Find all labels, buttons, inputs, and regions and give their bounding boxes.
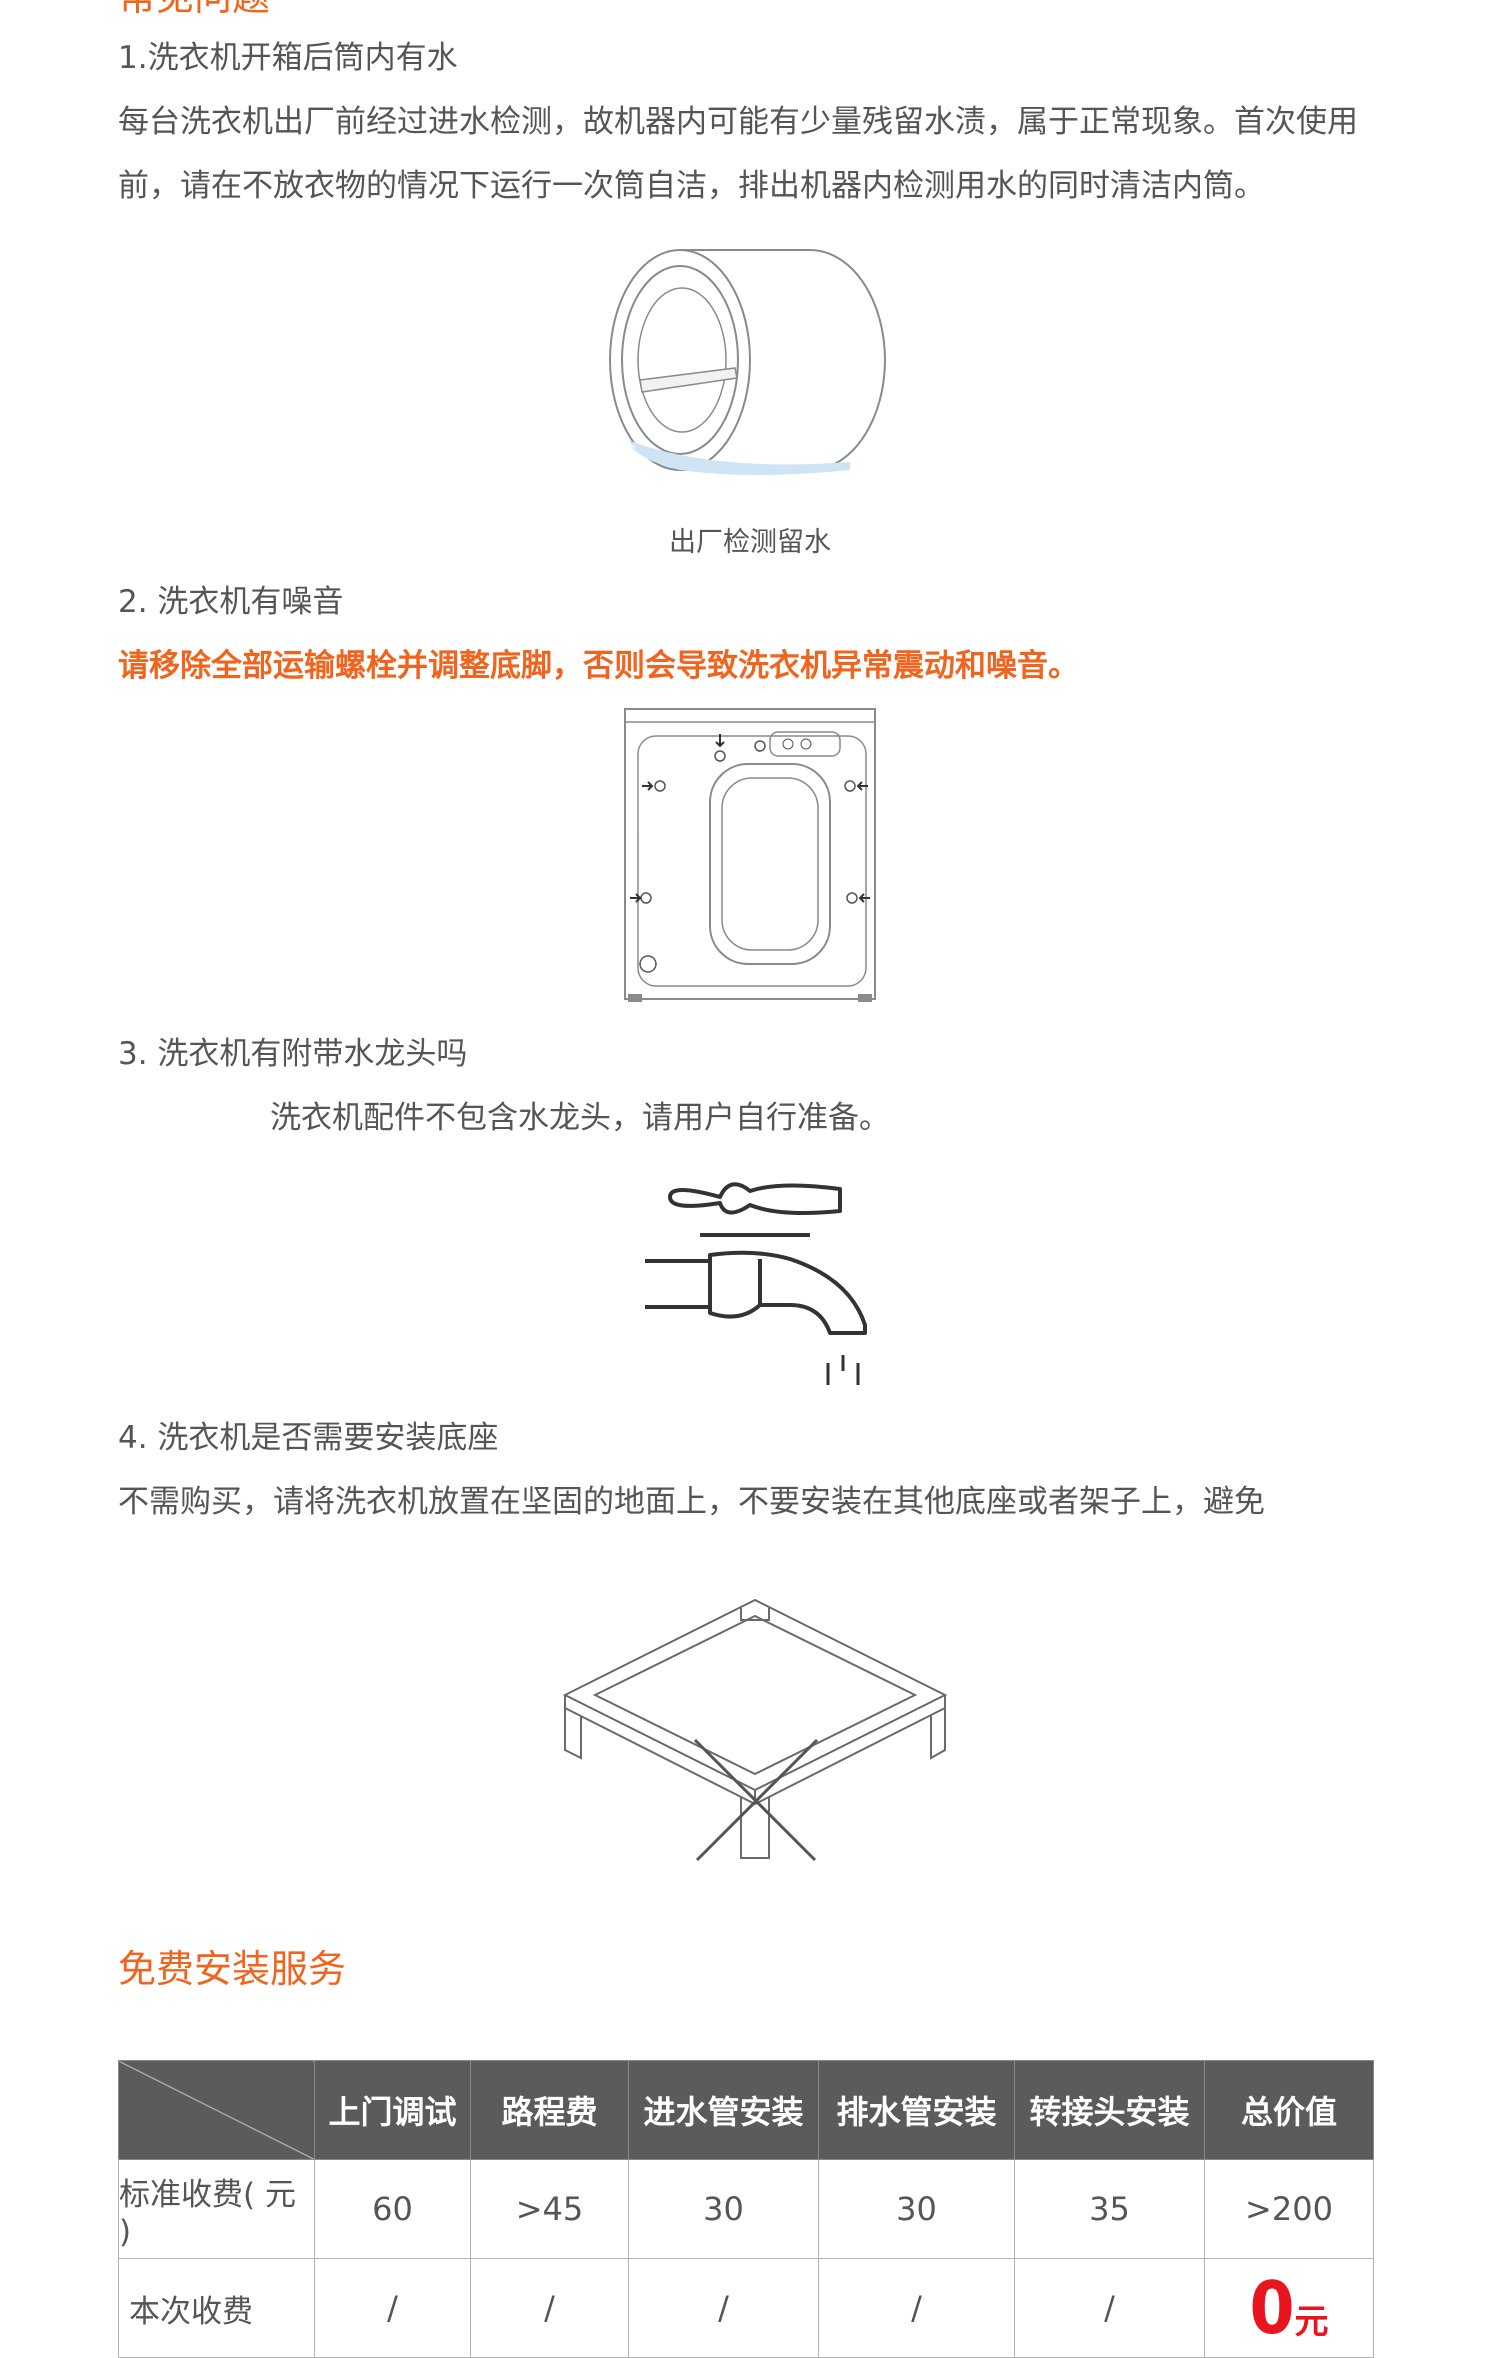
fee-table-corner [118, 2060, 315, 2160]
faq-4-question: 4. 洗衣机是否需要安装底座 [118, 1420, 499, 1456]
install-fee-table: 上门调试 路程费 进水管安装 排水管安装 转接头安装 总价值 标准收费( 元 )… [118, 2060, 1374, 2358]
fee-table-header: 上门调试 [314, 2060, 471, 2160]
table-cell: 30 [628, 2159, 819, 2259]
fee-table-header: 总价值 [1204, 2060, 1374, 2160]
table-cell: / [470, 2258, 629, 2358]
table-row: 标准收费( 元 ) 60 >45 30 30 35 >200 [118, 2159, 1374, 2259]
fee-table-header: 转接头安装 [1014, 2060, 1205, 2160]
row-label-standard-fee: 标准收费( 元 ) [118, 2159, 315, 2259]
table-cell: 30 [818, 2159, 1015, 2259]
faq-3-question: 3. 洗衣机有附带水龙头吗 [118, 1036, 468, 1072]
faq-3-answer: 洗衣机配件不包含水龙头，请用户自行准备。 [270, 1100, 890, 1136]
faq-1-question: 1.洗衣机开箱后筒内有水 [118, 40, 458, 76]
table-cell: / [314, 2258, 471, 2358]
table-cell: / [628, 2258, 819, 2358]
fee-table-header-row: 上门调试 路程费 进水管安装 排水管安装 转接头安装 总价值 [118, 2060, 1374, 2160]
fee-table-header: 进水管安装 [628, 2060, 819, 2160]
drum-caption: 出厂检测留水 [669, 527, 831, 558]
free-price-value: 0 [1249, 2266, 1295, 2350]
table-cell: >45 [470, 2159, 629, 2259]
faq-2-question: 2. 洗衣机有噪音 [118, 584, 344, 620]
faq-2-warning: 请移除全部运输螺栓并调整底脚，否则会导致洗衣机异常震动和噪音。 [118, 648, 1079, 684]
faucet-icon [640, 1175, 880, 1400]
fee-table-header: 排水管安装 [818, 2060, 1015, 2160]
table-cell: / [1014, 2258, 1205, 2358]
row-label-current-fee: 本次收费 [118, 2258, 315, 2358]
table-cell: 60 [314, 2159, 471, 2259]
drum-water-illustration [600, 240, 920, 500]
faq-4-answer: 不需购买，请将洗衣机放置在坚固的地面上，不要安装在其他底座或者架子上，避免 [118, 1484, 1265, 1520]
install-section-title: 免费安装服务 [118, 1947, 347, 1991]
total-free-cell: 0元 [1204, 2258, 1374, 2358]
faq-section-title: 常见问题 [118, 0, 270, 21]
table-row: 本次收费 / / / / / 0元 [118, 2258, 1374, 2358]
faq-1-answer: 每台洗衣机出厂前经过进水检测，故机器内可能有少量残留水渍，属于正常现象。首次使用… [118, 104, 1358, 204]
washer-back-illustration [620, 704, 880, 1004]
free-price-unit: 元 [1294, 2302, 1329, 2342]
fee-table-header: 路程费 [470, 2060, 629, 2160]
stand-crossed-illustration [555, 1590, 955, 1870]
table-cell: >200 [1204, 2159, 1374, 2259]
table-cell: 35 [1014, 2159, 1205, 2259]
table-cell: / [818, 2258, 1015, 2358]
